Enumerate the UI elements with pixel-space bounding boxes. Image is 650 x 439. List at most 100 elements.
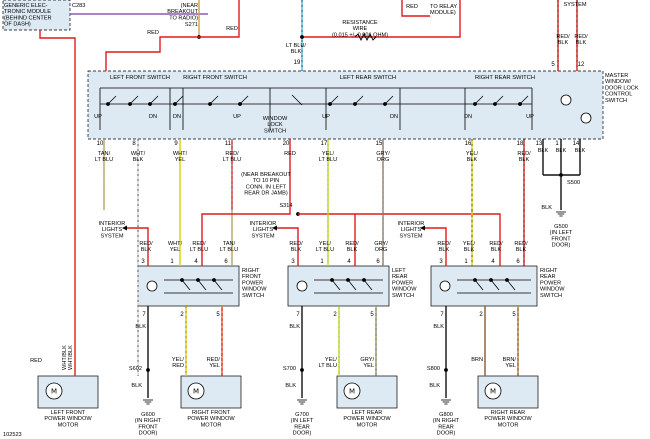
module-label: OF DASH) — [4, 22, 31, 28]
connector-label: C283 — [72, 3, 85, 9]
pin-label: 5 — [370, 312, 374, 318]
ground-label: G800 — [439, 412, 453, 418]
wire-red-relay — [302, 0, 461, 38]
motor-label: RIGHT FRONT — [192, 410, 231, 416]
ground-label: DOOR) — [139, 431, 158, 437]
wire-label: BLK — [467, 157, 478, 163]
ground-label: (IN LEFT — [550, 230, 573, 236]
ground-label: REAR — [438, 424, 454, 430]
switch-header: RIGHT REAR SWITCH — [475, 75, 535, 81]
pin-label: 1 — [320, 259, 324, 265]
wire-label: LT BLU — [190, 247, 208, 253]
lr-switch-title: LEFT — [392, 268, 406, 274]
wire-red-rr — [298, 213, 501, 266]
pin-label: 3 — [141, 259, 145, 265]
wire-label: BLK — [131, 383, 142, 389]
master-title: SWITCH — [605, 98, 627, 104]
ground-label: G700 — [295, 412, 309, 418]
figure-id: 102523 — [3, 432, 22, 438]
switch-blade — [474, 95, 484, 105]
wire-label: YEL — [175, 157, 186, 163]
rr-switch-title: POWER — [540, 280, 561, 286]
pin-label: 3 — [291, 259, 295, 265]
wire-label: RED/ — [556, 34, 570, 40]
pin-label: 1 — [170, 259, 174, 265]
pin-label: 17 — [321, 141, 328, 147]
wire-label: BLK — [439, 247, 450, 253]
wire-label: BLK — [575, 148, 586, 154]
splice-label: S602 — [129, 366, 142, 372]
switch-header: LEFT FRONT SWITCH — [110, 75, 170, 81]
breakout-radio-label: BREAKOUT — [167, 9, 198, 15]
wires — [39, 0, 581, 398]
ground-label: FRONT — [551, 236, 571, 242]
switch-blade — [354, 95, 364, 105]
master-indicator-left — [560, 94, 572, 106]
switch-blade — [129, 95, 139, 105]
window-lock-blade — [291, 94, 303, 106]
splice-label: S314 — [279, 203, 292, 209]
motor-glyph: M — [51, 388, 57, 396]
wire-label: BLK — [516, 247, 527, 253]
wire-label: RED — [406, 4, 418, 10]
wire-label: BLK — [429, 383, 440, 389]
interior-lights-label: LIGHTS — [401, 227, 421, 233]
rf-switch-title: POWER — [242, 280, 263, 286]
ground-label: G600 — [141, 412, 155, 418]
wire-label: GRY/ — [376, 151, 390, 157]
wire-label: RED — [226, 26, 238, 32]
pin-label: 18 — [517, 141, 524, 147]
pin-label: 14 — [573, 141, 580, 147]
pin-label: 7 — [142, 312, 146, 318]
pin-label: 4 — [347, 259, 351, 265]
pin-label: 19 — [294, 60, 301, 66]
wire-label: BLK — [291, 49, 302, 55]
wire-label: YEL — [505, 363, 516, 369]
pin-label: 8 — [132, 141, 136, 147]
resistance-label: RESISTANCE — [342, 20, 378, 26]
switch-position-label: UP — [322, 114, 330, 120]
resistor-symbol — [354, 32, 377, 42]
breakout-radio-label: TO RADIO) — [169, 15, 198, 21]
wire-label: LT BLU — [316, 247, 334, 253]
lr-switch-title: SWITCH — [392, 293, 414, 299]
ground-label: (IN LEFT — [291, 418, 314, 424]
relay-label: TO RELAY — [430, 4, 457, 10]
wire-label: YEL — [170, 247, 181, 253]
switch-blade — [107, 95, 117, 105]
switch-position-label: UP — [233, 114, 241, 120]
wire-label: LT BLU — [223, 157, 241, 163]
motor-label: POWER WINDOW — [44, 416, 92, 422]
master-switch-box — [87, 70, 604, 140]
breakout-label: CONN. IN LEFT — [246, 184, 287, 190]
module-label: GENERIC ELEC- — [4, 3, 48, 9]
splice-label: S271 — [185, 22, 198, 28]
pin-label: 7 — [296, 312, 300, 318]
window-lock-label: LOCK — [267, 122, 283, 128]
switch-blade — [474, 279, 484, 291]
window-lock-label: SWITCH — [264, 128, 286, 134]
motor-label: RIGHT REAR — [491, 410, 525, 416]
wire-red-s314 — [201, 210, 291, 266]
switch-indicator-0 — [146, 280, 158, 292]
wire-label: BLK — [347, 247, 358, 253]
wire-label: RED/ — [437, 241, 451, 247]
motor-symbol-3 — [484, 382, 502, 400]
wire-label: LT BLU — [319, 363, 337, 369]
wire-label: LT BLU — [95, 157, 113, 163]
motor-glyph: M — [193, 388, 199, 396]
switch-blade — [209, 95, 219, 105]
splice-label: S500 — [567, 180, 580, 186]
wire-label: LT BLU — [319, 157, 337, 163]
switch-internals — [45, 87, 592, 405]
switch-blade — [181, 279, 191, 291]
wire-label: BLK — [519, 157, 530, 163]
wire-label-vertical: WHT/BLK — [62, 345, 68, 370]
wire-label: BLK — [289, 324, 300, 330]
wire-label: BRN/ — [503, 357, 517, 363]
motor-label: MOTOR — [357, 422, 378, 428]
pin-label: 2 — [333, 312, 337, 318]
switch-blade — [347, 279, 357, 291]
